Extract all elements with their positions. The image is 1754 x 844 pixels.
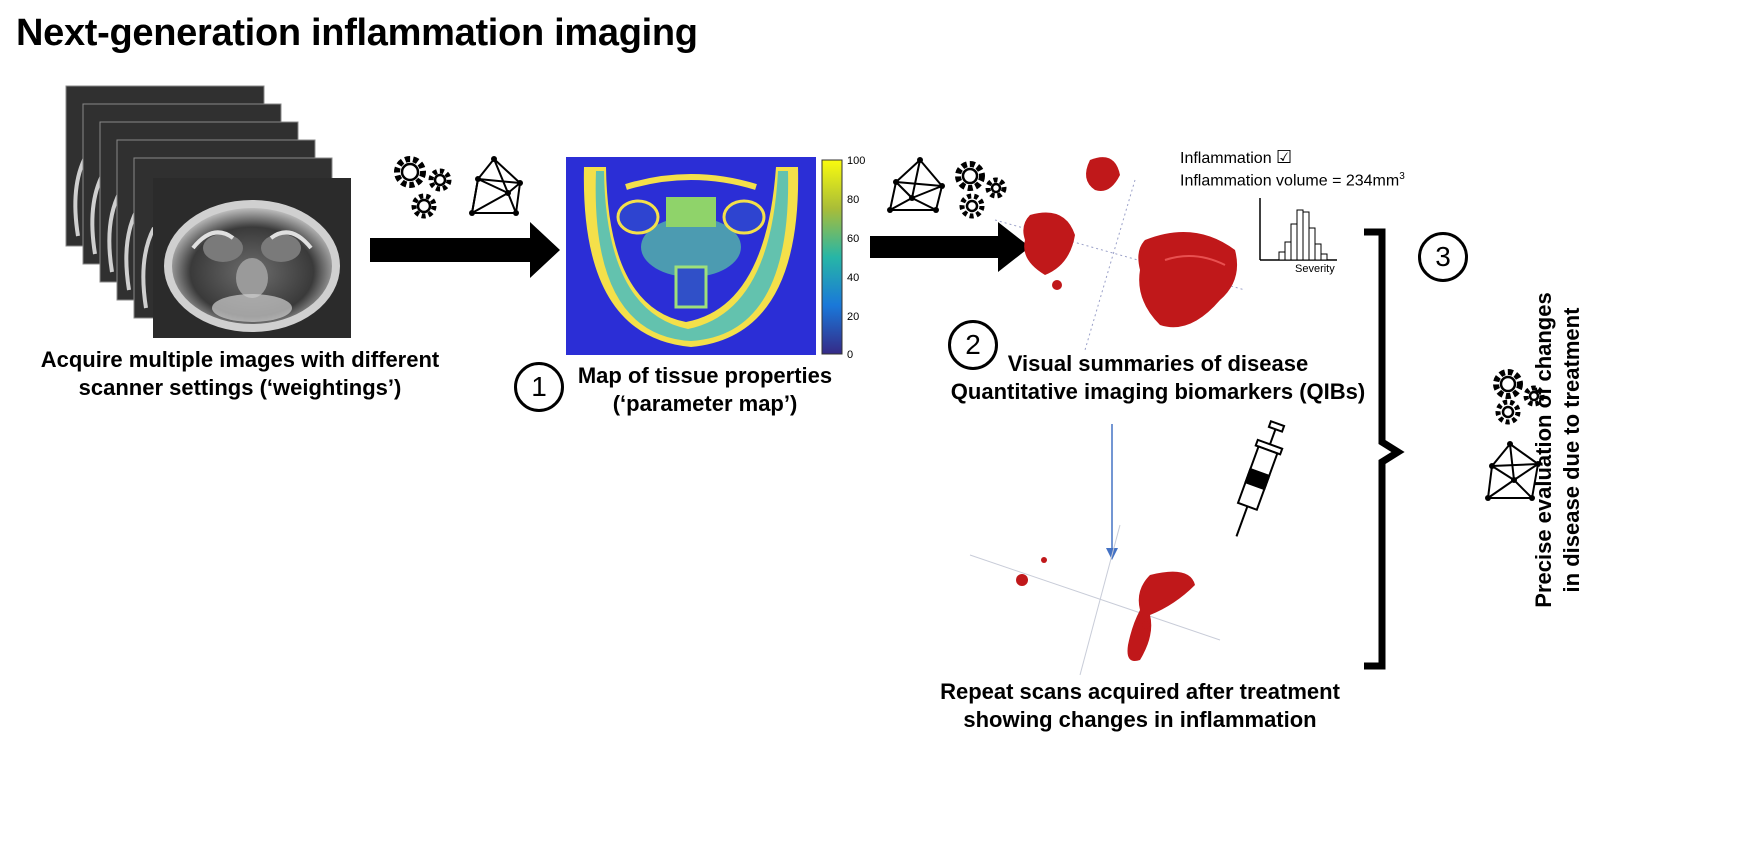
volume-superscript: 3 bbox=[1399, 171, 1405, 182]
process-arrow-1 bbox=[370, 222, 560, 278]
graph-network-icon bbox=[469, 156, 523, 216]
gears-icon bbox=[955, 161, 1007, 219]
step-1-number: 1 bbox=[531, 371, 547, 402]
acquire-caption: Acquire multiple images with different s… bbox=[20, 346, 460, 402]
checkbox-icon: ☑ bbox=[1276, 147, 1293, 167]
syringe-icon bbox=[1235, 419, 1286, 537]
repeat-scans-caption-line1: Repeat scans acquired after treatment bbox=[940, 679, 1340, 704]
gears-icon bbox=[1493, 369, 1545, 425]
gears-icon bbox=[394, 156, 452, 219]
step-2-caption-line2: Quantitative imaging biomarkers (QIBs) bbox=[950, 379, 1366, 404]
inflammation-label: Inflammation bbox=[1180, 150, 1272, 167]
page-title: Next-generation inflammation imaging bbox=[16, 12, 698, 54]
colorbar-tick: 20 bbox=[847, 311, 859, 323]
inflammation-volume: Inflammation volume = 234mm3 bbox=[1180, 171, 1405, 190]
repeat-scans-caption-line2: showing changes in inflammation bbox=[963, 707, 1317, 732]
step-2-caption: Visual summaries of disease Quantitative… bbox=[950, 350, 1366, 406]
colorbar-tick: 80 bbox=[847, 194, 859, 206]
step-1-badge: 1 bbox=[514, 362, 564, 412]
inflammation-label-row: Inflammation ☑ bbox=[1180, 147, 1292, 168]
step-1-caption-line2: (‘parameter map’) bbox=[612, 391, 798, 416]
step-3-number: 3 bbox=[1435, 241, 1451, 272]
step-3-caption-line2: in disease due to treatment bbox=[1559, 307, 1584, 593]
acquire-caption-line1: Acquire multiple images with different bbox=[40, 347, 440, 372]
mri-slice-edge bbox=[141, 227, 156, 309]
repeat-scans-caption: Repeat scans acquired after treatment sh… bbox=[940, 678, 1340, 734]
process-arrow-2 bbox=[870, 222, 1030, 272]
colorbar-tick: 60 bbox=[847, 233, 859, 245]
colorbar-tick: 40 bbox=[847, 272, 859, 284]
colorbar: 100 80 60 40 20 0 bbox=[821, 155, 865, 361]
step-2-number: 2 bbox=[965, 329, 981, 360]
step-2-badge: 2 bbox=[948, 320, 998, 370]
graph-network-icon bbox=[887, 157, 945, 213]
step-1-caption: Map of tissue properties (‘parameter map… bbox=[560, 362, 850, 418]
histogram-icon: Severity bbox=[1259, 198, 1337, 275]
inflammation-volume-label: Inflammation volume = 234mm bbox=[1180, 172, 1400, 190]
bracket bbox=[1364, 228, 1405, 670]
lesion-3d-render-followup bbox=[969, 524, 1221, 676]
parameter-map-image bbox=[566, 157, 816, 355]
mri-slice-stack-icon bbox=[65, 85, 351, 338]
step-1-caption-line1: Map of tissue properties bbox=[577, 363, 833, 388]
colorbar-tick: 0 bbox=[847, 349, 853, 361]
step-3-badge: 3 bbox=[1418, 232, 1468, 282]
histogram-xlabel: Severity bbox=[1295, 263, 1335, 275]
lesion-3d-render bbox=[994, 157, 1246, 351]
graph-network-icon bbox=[1485, 441, 1541, 501]
colorbar-tick: 100 bbox=[847, 155, 865, 167]
acquire-caption-line2: scanner settings (‘weightings’) bbox=[78, 375, 402, 400]
step-2-caption-line1: Visual summaries of disease bbox=[1007, 351, 1309, 376]
